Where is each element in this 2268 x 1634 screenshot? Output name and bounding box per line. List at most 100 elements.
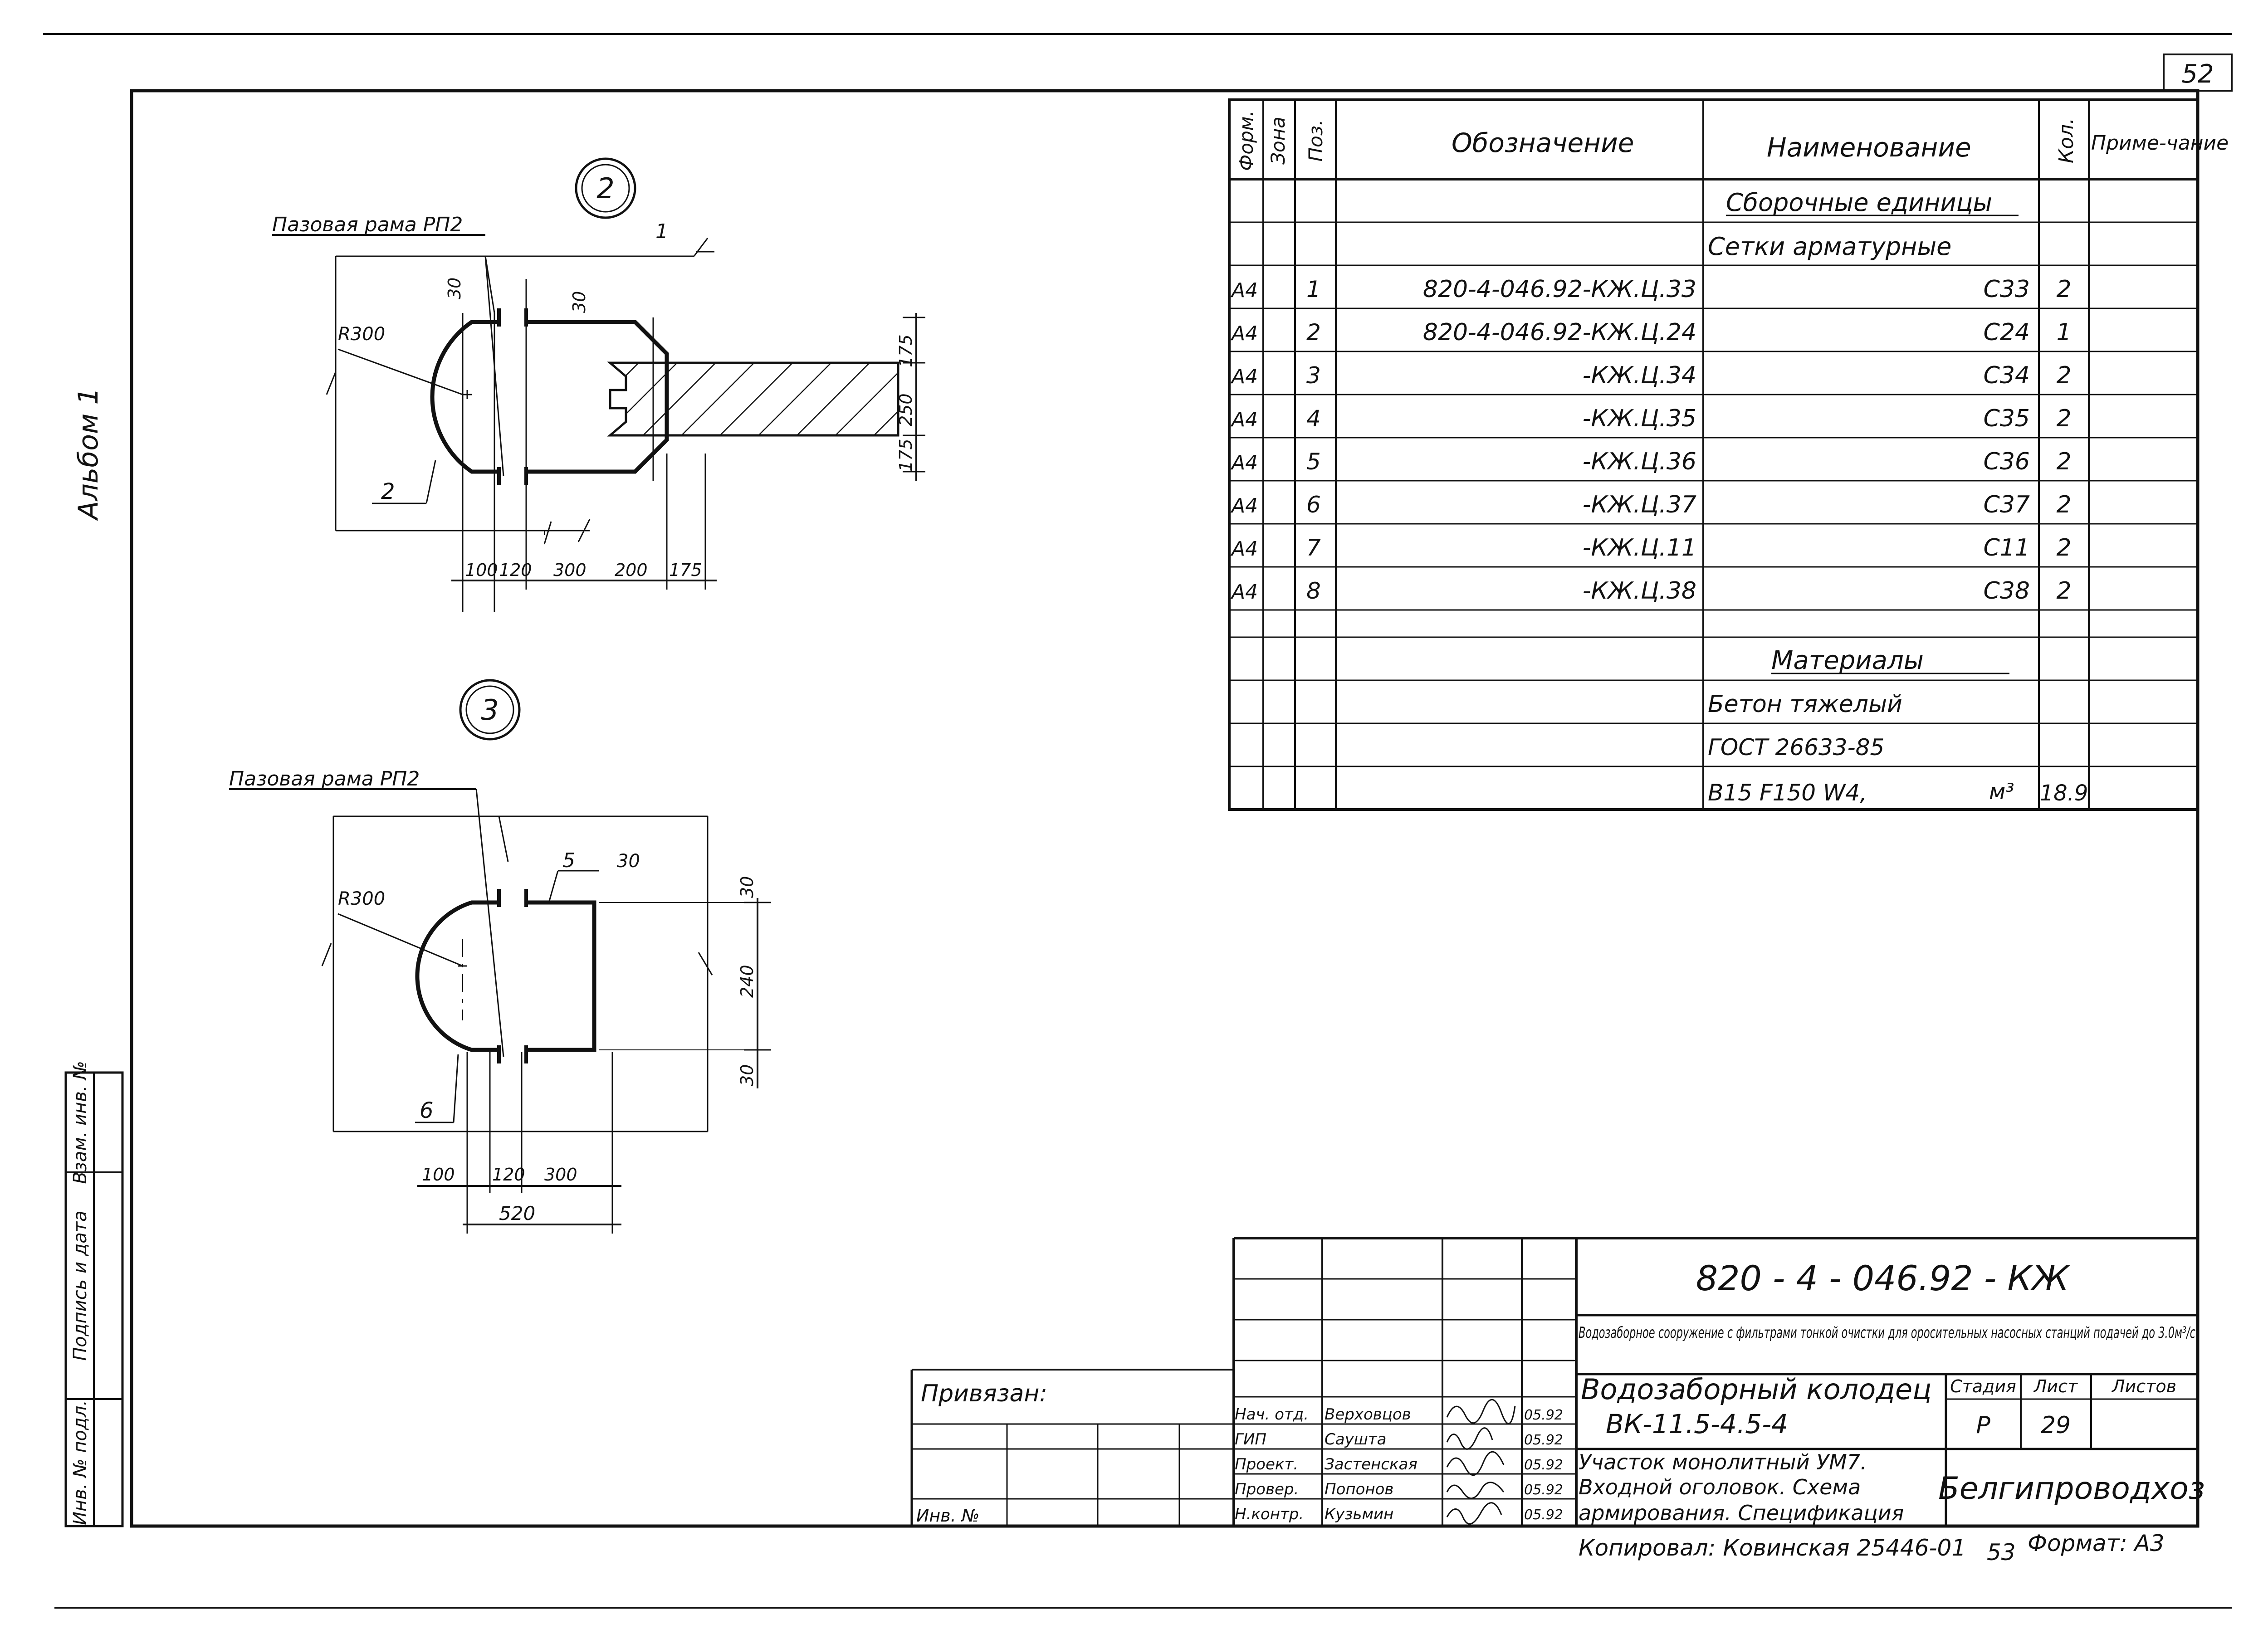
section-3-pos-6: 6: [420, 1098, 434, 1123]
section-2-dim-bottom-3: 300: [553, 560, 587, 580]
left-stamp: [64, 1071, 124, 1527]
spec-section-materials: Материалы: [1771, 646, 1924, 675]
spec-row-3-qty: 2: [2056, 362, 2071, 389]
spec-row-2-designation: 820-4-046.92-КЖ.Ц.24: [1423, 319, 1696, 346]
footer-format: Формат: А3: [2028, 1530, 2165, 1556]
section-2-pos-1: 1: [655, 220, 668, 243]
spec-subsection-mesh: Сетки арматурные: [1708, 232, 1951, 261]
album-label: Альбом 1: [73, 388, 104, 522]
spec-row-7-format: А4: [1230, 537, 1258, 561]
footer-page: 53: [1987, 1539, 2016, 1566]
title-object-line1: Водозаборный колодец: [1581, 1373, 1931, 1406]
section-2-radius: R300: [338, 324, 385, 345]
title-sheet-title-line1: Участок монолитный УМ7.: [1579, 1450, 1867, 1474]
spec-row-1-designation: 820-4-046.92-КЖ.Ц.33: [1423, 276, 1696, 303]
sign-role-2: ГИП: [1235, 1430, 1266, 1449]
section-2-dim-top-2: 30: [569, 291, 589, 313]
section-2-dim-right-1: 175: [896, 334, 916, 367]
section-2-dim-bottom-4: 200: [615, 560, 648, 580]
section-2-geometry: [272, 157, 925, 612]
sign-role-3: Проект.: [1235, 1455, 1298, 1473]
spec-header-format: Форм.: [1235, 110, 1257, 171]
spec-row-6-format: А4: [1230, 494, 1258, 517]
footer-copied: Копировал: Ковинская 25446-01: [1579, 1535, 1966, 1561]
attached-label: Привязан:: [921, 1380, 1047, 1407]
spec-row-8-designation: -КЖ.Ц.38: [1583, 577, 1696, 605]
spec-section-assembly: Сборочные единицы: [1726, 188, 1992, 217]
spec-row-8-qty: 2: [2056, 577, 2071, 605]
section-3-dim-bottom-3: 300: [544, 1165, 577, 1185]
spec-row-6-name: С37: [1984, 491, 2030, 518]
title-sheet-title-line3: армирования. Спецификация: [1579, 1501, 1904, 1525]
section-3-dim-bottom-2: 120: [492, 1165, 525, 1185]
sign-name-2: Саушта: [1325, 1430, 1386, 1449]
spec-row-2-format: А4: [1230, 322, 1258, 345]
spec-row-6-pos: 6: [1306, 492, 1321, 518]
spec-row-1-name: С33: [1984, 276, 2030, 303]
sign-role-1: Нач. отд.: [1235, 1405, 1309, 1424]
spec-row-3-pos: 3: [1306, 362, 1321, 389]
sheet-number: 52: [2181, 59, 2214, 89]
spec-row-4-name: С35: [1984, 405, 2030, 432]
spec-row-7-qty: 2: [2056, 534, 2071, 561]
stamp-inv-podl: Инв. № подл.: [70, 1400, 91, 1525]
section-3-dim-bottom-1: 100: [422, 1165, 455, 1185]
section-3-dim-total: 520: [499, 1202, 535, 1224]
sign-date-1: 05.92: [1524, 1407, 1563, 1423]
section-2-dim-top-1: 30: [445, 278, 464, 299]
spec-row-1-format: А4: [1230, 279, 1258, 302]
spec-header-qty: Кол.: [2055, 118, 2078, 163]
inv-label: Инв. №: [916, 1506, 979, 1526]
title-sheets-label: Листов: [2111, 1376, 2176, 1396]
section-2-dim-bottom-2: 120: [499, 560, 532, 580]
spec-material-qty: 18.9: [2040, 780, 2088, 806]
section-2-frame-label: Пазовая рама РП2: [272, 213, 463, 236]
spec-row-4-format: А4: [1230, 408, 1258, 431]
section-2-dim-bottom-5: 175: [669, 560, 702, 580]
sheet-borders: [43, 33, 2233, 1609]
section-3-radius: R300: [338, 888, 385, 909]
spec-row-5-name: С36: [1984, 448, 2030, 475]
title-block-grid: [910, 1237, 2198, 1526]
sign-date-3: 05.92: [1524, 1457, 1563, 1473]
spec-row-7-designation: -КЖ.Ц.11: [1583, 534, 1696, 561]
title-project: Водозаборное сооружение с фильтрами тонк…: [1579, 1324, 2195, 1342]
spec-row-3-format: А4: [1230, 365, 1258, 388]
title-sheet-label: Лист: [2033, 1376, 2078, 1396]
section-2-dim-right-2: 250: [896, 393, 916, 426]
spec-row-4-pos: 4: [1306, 405, 1321, 432]
section-3-pos-5: 5: [562, 849, 575, 872]
spec-material-unit: м³: [1989, 779, 2014, 805]
spec-row-3-designation: -КЖ.Ц.34: [1583, 362, 1696, 389]
spec-row-2-name: С24: [1984, 319, 2030, 346]
sign-name-1: Верховцов: [1325, 1405, 1411, 1424]
spec-row-5-qty: 2: [2056, 448, 2071, 475]
title-sheet-title-line2: Входной оголовок. Схема: [1579, 1475, 1861, 1499]
section-3-geometry: [229, 679, 771, 1234]
spec-row-5-format: А4: [1230, 451, 1258, 474]
sign-date-4: 05.92: [1524, 1482, 1563, 1498]
title-stage: Р: [1976, 1412, 1990, 1439]
sign-date-5: 05.92: [1524, 1507, 1563, 1523]
title-sheet-no: 29: [2041, 1412, 2071, 1439]
spec-material-grade: В15 F150 W4,: [1708, 780, 1867, 806]
spec-row-7-name: С11: [1984, 534, 2030, 561]
section-3-dim-right-1: 30: [737, 876, 757, 898]
section-2-pos-2: 2: [381, 479, 395, 504]
spec-row-8-name: С38: [1984, 577, 2030, 605]
section-2-dim-right-3: 175: [896, 439, 916, 472]
spec-header-zone: Зона: [1267, 117, 1289, 165]
spec-row-6-qty: 2: [2056, 491, 2071, 518]
sign-name-5: Кузьмин: [1325, 1505, 1393, 1523]
spec-material-gost: ГОСТ 26633-85: [1708, 734, 1884, 761]
spec-material-concrete: Бетон тяжелый: [1708, 691, 1902, 718]
section-3-dim-right-2: 240: [737, 965, 757, 998]
title-object-line2: ВК-11.5-4.5-4: [1606, 1409, 1788, 1439]
spec-row-3-name: С34: [1984, 362, 2030, 389]
stamp-replace-inv: Взам. инв. №: [70, 1061, 91, 1184]
spec-header-designation: Обозначение: [1452, 127, 1634, 158]
spec-row-7-pos: 7: [1306, 535, 1321, 561]
sign-role-5: Н.контр.: [1235, 1505, 1304, 1523]
